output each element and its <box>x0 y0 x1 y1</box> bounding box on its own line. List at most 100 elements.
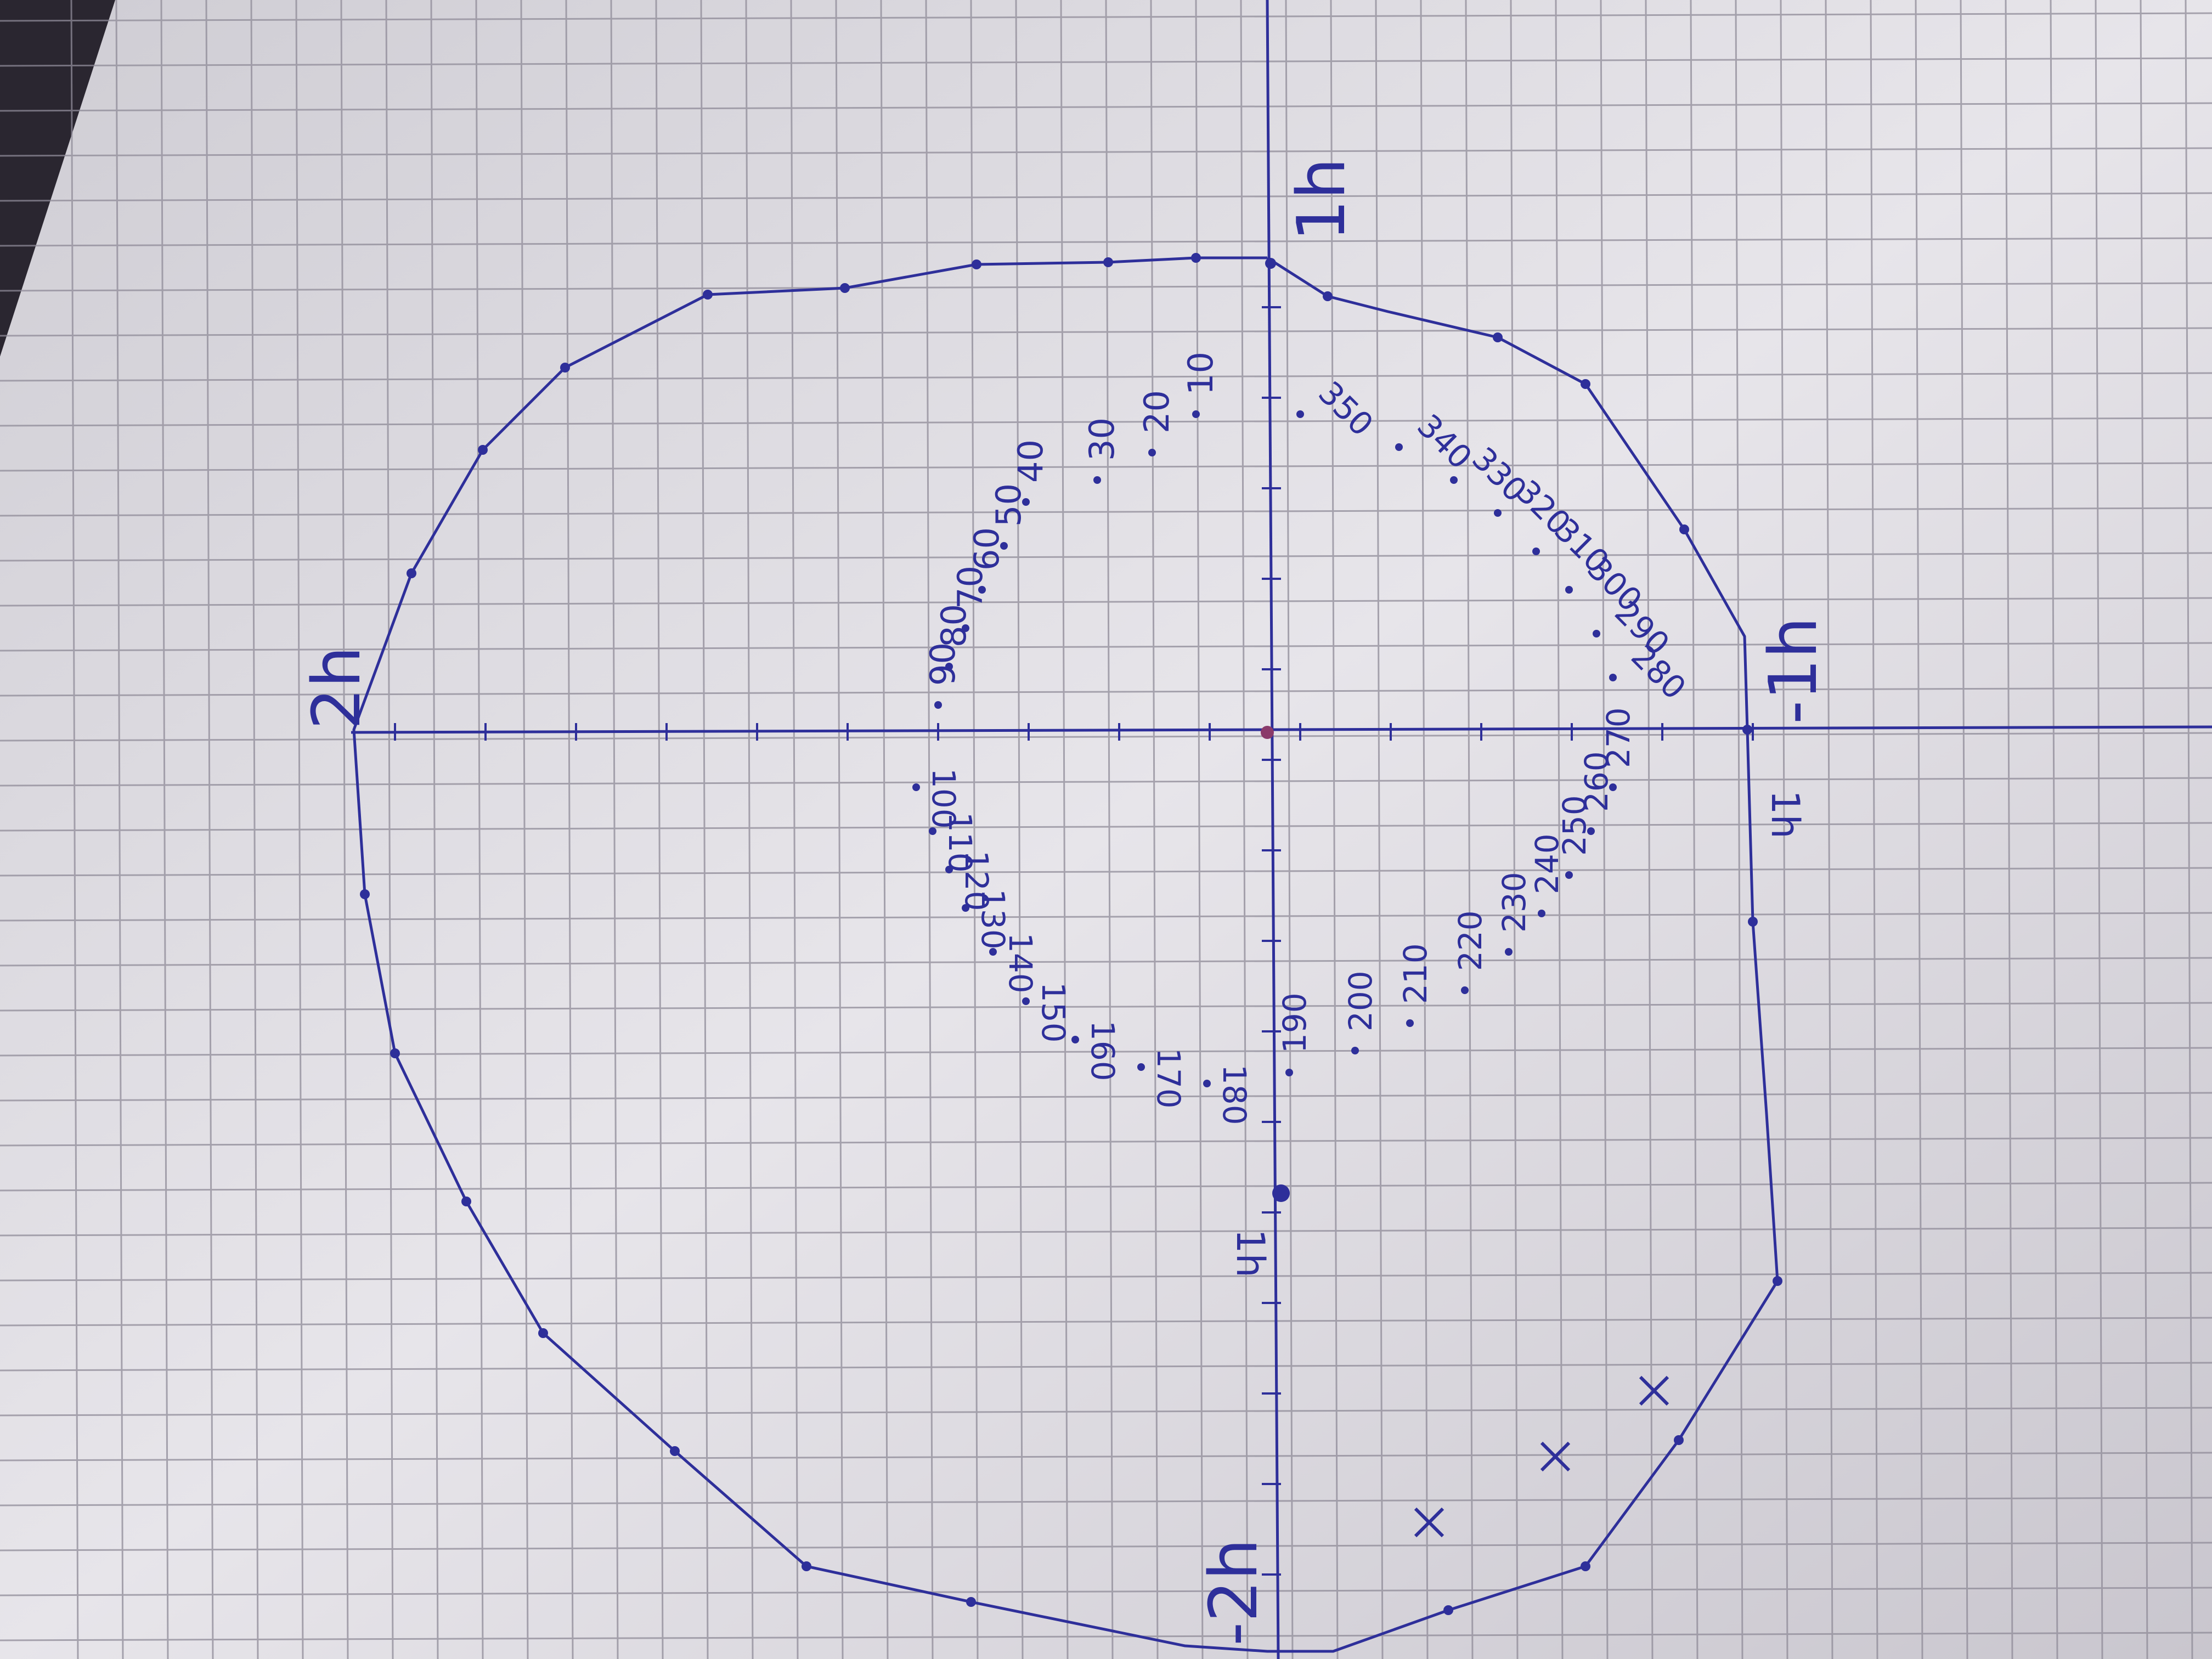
grid-line-vertical <box>2140 0 2148 1659</box>
angle-label: 160 <box>1084 1020 1121 1081</box>
angle-dot <box>1071 1036 1079 1043</box>
grid-line-vertical <box>1915 0 1923 1659</box>
angle-dot <box>1000 542 1008 550</box>
curve-dot <box>840 283 850 293</box>
axes <box>351 0 2212 1659</box>
grid-line-horizontal <box>0 957 2212 967</box>
origin-point <box>1261 726 1274 739</box>
angle-dot <box>962 624 969 632</box>
grid-line-horizontal <box>0 1272 2212 1282</box>
grid-line-horizontal <box>0 867 2212 877</box>
angle-label: 120 <box>958 850 995 911</box>
grid-line-vertical <box>745 0 754 1659</box>
grid-line-vertical <box>1285 0 1294 1659</box>
grid-line-vertical <box>1105 0 1114 1659</box>
grid-line-horizontal <box>0 102 2212 112</box>
curve-dot <box>802 1561 811 1571</box>
angle-dot <box>1137 1063 1145 1071</box>
angle-dot <box>929 827 936 835</box>
grid-line-horizontal <box>0 462 2212 472</box>
angle-dot <box>1395 443 1403 451</box>
angle-dot <box>1406 1019 1414 1027</box>
angle-dot <box>945 663 953 670</box>
grid-line-horizontal <box>0 1092 2212 1102</box>
grid-line-vertical <box>2095 0 2103 1659</box>
angle-dot <box>1609 674 1617 681</box>
grid-line-vertical <box>1555 0 1564 1659</box>
axis-ticks <box>394 306 1754 1576</box>
curve-dot <box>1773 1276 1782 1286</box>
label-left: 2h <box>299 646 375 730</box>
grid-line-horizontal <box>0 822 2212 832</box>
grid-line-vertical <box>1195 0 1204 1659</box>
angle-dot <box>978 586 986 594</box>
curve-points <box>360 253 1782 1615</box>
grid-line-vertical <box>1960 0 1968 1659</box>
grid-line-horizontal <box>0 417 2212 427</box>
grid-line-horizontal <box>0 597 2212 607</box>
grid-line-vertical <box>835 0 844 1659</box>
y-axis <box>1266 0 1280 1659</box>
angle-dot <box>1565 586 1573 594</box>
top-axis-point <box>1265 258 1276 269</box>
angle-dot <box>962 904 969 912</box>
grid-line-horizontal <box>0 1182 2212 1192</box>
angle-label: 110 <box>941 812 979 873</box>
curve-dot <box>390 1048 400 1058</box>
grid-line-horizontal <box>0 1317 2212 1327</box>
angle-label: 230 <box>1496 872 1533 933</box>
grid-line-horizontal <box>0 687 2212 697</box>
grid-line-vertical <box>1015 0 1024 1659</box>
angle-label: 220 <box>1452 910 1489 971</box>
grid-line-horizontal <box>0 1542 2212 1551</box>
grid-line-vertical <box>700 0 709 1659</box>
angle-label: 130 <box>974 889 1012 950</box>
label-top: 1h <box>1284 158 1360 241</box>
grid-line-vertical <box>2050 0 2058 1659</box>
angle-label: 270 <box>1600 707 1637 768</box>
grid-line-vertical <box>1465 0 1474 1659</box>
angle-dot <box>1093 476 1101 484</box>
angle-label: 90 <box>923 642 963 686</box>
grid-line-horizontal <box>0 57 2212 67</box>
grid-line-vertical <box>1330 0 1339 1659</box>
angle-dot <box>1285 1069 1293 1076</box>
angle-dot <box>1450 476 1458 484</box>
grid-line-horizontal <box>0 1002 2212 1012</box>
grid-line-vertical <box>1780 0 1788 1659</box>
angle-dot <box>1203 1080 1211 1087</box>
grid-line-horizontal <box>0 732 2212 742</box>
label-right: -1h <box>1756 617 1832 724</box>
angle-label: 150 <box>1035 982 1072 1043</box>
angle-dot <box>912 783 920 791</box>
grid-line-horizontal <box>0 12 2212 22</box>
grid-line-vertical <box>1645 0 1654 1659</box>
lower-axis-point <box>1272 1184 1290 1202</box>
angle-label: 260 <box>1578 751 1615 812</box>
curve-dot <box>966 1597 976 1607</box>
grid-line-vertical <box>1510 0 1519 1659</box>
angle-dot <box>989 948 997 956</box>
grid-line-horizontal <box>0 1407 2212 1417</box>
grid-line-vertical <box>1690 0 1699 1659</box>
label-bottom: -2h <box>1196 1538 1272 1646</box>
curve-dot <box>1674 1435 1684 1445</box>
grid-line-vertical <box>790 0 799 1659</box>
grid-line-horizontal <box>0 1362 2212 1372</box>
curve-dot <box>478 445 488 455</box>
label-positive-x-tick: 1h <box>1763 790 1808 839</box>
x-axis <box>351 725 2212 734</box>
grid-line-vertical <box>565 0 574 1659</box>
angle-label: 60 <box>967 527 1007 571</box>
angle-dot <box>1461 986 1469 994</box>
grid-line-horizontal <box>0 237 2212 247</box>
grid-line-vertical <box>1420 0 1429 1659</box>
grid-line-horizontal <box>0 282 2212 292</box>
angle-label: 30 <box>1082 417 1122 461</box>
angle-label: 210 <box>1397 943 1434 1004</box>
grid-line-horizontal <box>0 147 2212 157</box>
angle-dot <box>1148 449 1156 456</box>
